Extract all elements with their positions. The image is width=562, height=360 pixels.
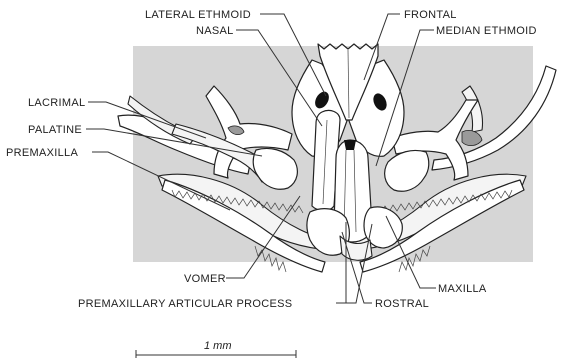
- label-vomer: VOMER: [184, 273, 226, 285]
- label-frontal: FRONTAL: [404, 9, 457, 21]
- label-rostral: ROSTRAL: [375, 298, 429, 310]
- label-lacrimal: LACRIMAL: [28, 97, 85, 109]
- scale-bar-label: 1 mm: [204, 340, 232, 352]
- label-maxilla: MAXILLA: [438, 283, 487, 295]
- scale-bar: 1 mm: [136, 340, 296, 358]
- label-lateral-ethmoid: LATERAL ETHMOID: [145, 9, 251, 21]
- label-palatine: PALATINE: [28, 124, 82, 136]
- label-nasal: NASAL: [196, 25, 234, 37]
- label-premaxilla: PREMAXILLA: [6, 147, 78, 159]
- label-premaxillary-articular-process: PREMAXILLARY ARTICULAR PROCESS: [78, 298, 292, 310]
- label-median-ethmoid: MEDIAN ETHMOID: [436, 25, 537, 37]
